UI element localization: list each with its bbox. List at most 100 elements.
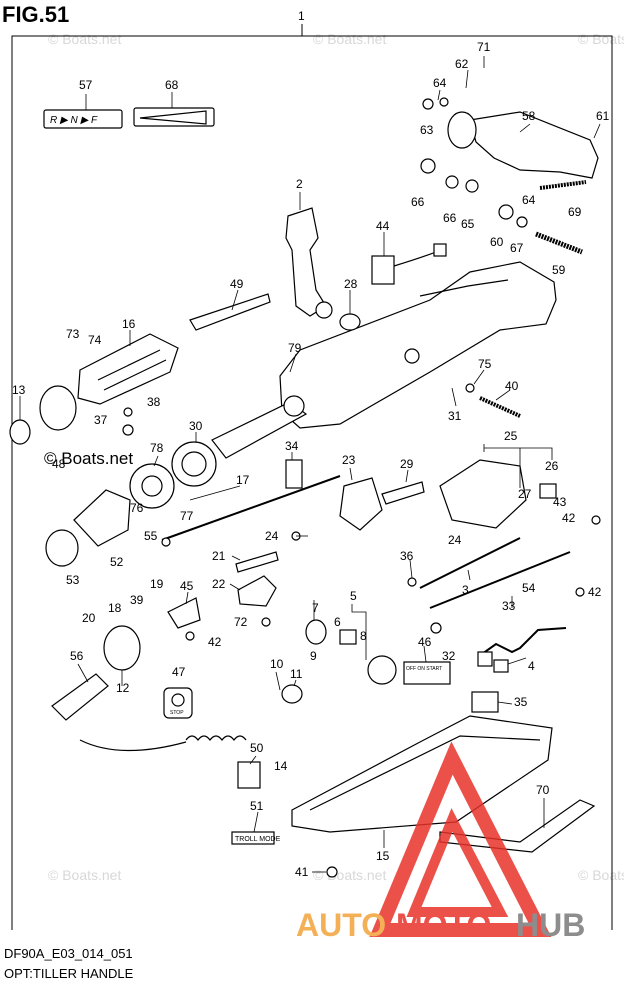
callout-18: 18: [108, 601, 122, 615]
watermark: © Boats.net: [48, 31, 121, 47]
bolt: [535, 231, 583, 255]
shift-decal-text: R ▶ N ▶ F: [50, 115, 98, 126]
callout-54: 54: [522, 581, 536, 595]
cover-plate: [471, 691, 499, 713]
grip-end-cap: [39, 385, 77, 431]
shift-lever: [285, 207, 327, 317]
callout-78: 78: [150, 441, 164, 455]
watermark: © Boats.net: [578, 31, 624, 47]
control-rod: [419, 537, 521, 589]
throttle-shaft: [211, 401, 308, 459]
callout-43: 43: [553, 495, 567, 509]
watermark: © Boats.net: [313, 31, 386, 47]
decal-26: [539, 483, 557, 499]
switch-plate: [403, 661, 451, 685]
boats-net-watermark: © Boats.net: [44, 449, 133, 468]
callout-7: 7: [312, 601, 319, 615]
callout-59: 59: [552, 263, 566, 277]
callout-73: 73: [66, 327, 80, 341]
assembly-bracket: [11, 24, 613, 930]
tilt-lever: [51, 673, 109, 721]
callout-25: 25: [504, 429, 518, 443]
callout-62: 62: [455, 57, 469, 71]
link-bracket: [167, 597, 201, 629]
callout-31: 31: [448, 409, 462, 423]
callout-35: 35: [514, 695, 528, 709]
callout-24: 24: [448, 533, 462, 547]
throttle-grip: [77, 333, 179, 405]
bolt: [539, 180, 587, 190]
cable: [429, 551, 571, 609]
housing-port: [404, 348, 420, 364]
lanyard-coil: [185, 735, 247, 741]
callout-69: 69: [568, 205, 582, 219]
callout-76: 76: [130, 501, 144, 515]
logo-text-auto: AUTO: [296, 907, 386, 943]
callout-26: 26: [545, 459, 559, 473]
troll-decal: [231, 831, 275, 845]
stop-switch: [281, 684, 303, 704]
figure-title: FIG.51: [2, 2, 70, 27]
callout-64: 64: [433, 76, 447, 90]
callout-53: 53: [66, 573, 80, 587]
callout-64: 64: [522, 193, 536, 207]
callout-15: 15: [376, 849, 390, 863]
troll-switch: [237, 761, 261, 789]
callout-3: 3: [462, 583, 469, 597]
link-plate: [235, 551, 279, 573]
callout-11: 11: [290, 667, 303, 681]
callout-72: 72: [234, 615, 248, 629]
callout-42: 42: [208, 635, 222, 649]
callout-61: 61: [596, 109, 610, 123]
callout-27: 27: [518, 487, 532, 501]
stop-decal-text: STOP: [170, 710, 184, 716]
troll-decal-text: TROLL MODE: [235, 836, 281, 843]
callout-23: 23: [342, 453, 356, 467]
callout-5: 5: [350, 589, 357, 603]
lower-case: [291, 715, 553, 833]
shift-assembly: [439, 459, 527, 529]
callout-22: 22: [212, 577, 226, 591]
end-cup: [45, 529, 79, 567]
mounting-bracket: [469, 111, 599, 179]
callout-63: 63: [420, 123, 434, 137]
callout-58: 58: [522, 109, 536, 123]
key-switch-cap: [305, 619, 327, 645]
callout-19: 19: [150, 577, 164, 591]
figure-code: DF90A_E03_014_051: [4, 946, 133, 961]
callout-4: 4: [528, 659, 535, 673]
wedge-icon: [139, 110, 207, 125]
callout-2: 2: [296, 177, 303, 191]
part-artwork: [9, 97, 601, 878]
shift-decal: [43, 109, 123, 129]
callout-66: 66: [411, 195, 425, 209]
screw: [326, 866, 338, 878]
callout-34: 34: [285, 439, 299, 453]
callout-42: 42: [562, 511, 576, 525]
leader-lines: [19, 56, 601, 873]
logo-text-hub: HUB: [516, 907, 585, 943]
callout-30: 30: [189, 419, 203, 433]
callout-79: 79: [288, 341, 302, 355]
callout-8: 8: [360, 629, 367, 643]
callout-9: 9: [310, 649, 317, 663]
bolt: [479, 396, 521, 418]
grip-knob: [9, 419, 31, 445]
callout-75: 75: [478, 357, 492, 371]
cam-plate: [381, 481, 425, 505]
logo-triangle-icon: [369, 741, 552, 937]
key: [339, 629, 357, 645]
callout-14: 14: [274, 759, 288, 773]
callout-13: 13: [12, 383, 26, 397]
callout-46: 46: [418, 635, 432, 649]
wire-harness: [481, 627, 567, 655]
callout-numbers: 57 68 71 62 64 63 58 61 66 66 65 64 60 6…: [12, 40, 610, 879]
retainer-ring: [339, 313, 361, 331]
callout-12: 12: [116, 681, 130, 695]
callout-51: 51: [250, 799, 264, 813]
callout-50: 50: [250, 741, 264, 755]
watermark: © Boats.net: [578, 867, 624, 883]
callout-20: 20: [82, 611, 96, 625]
callout-40: 40: [505, 379, 519, 393]
